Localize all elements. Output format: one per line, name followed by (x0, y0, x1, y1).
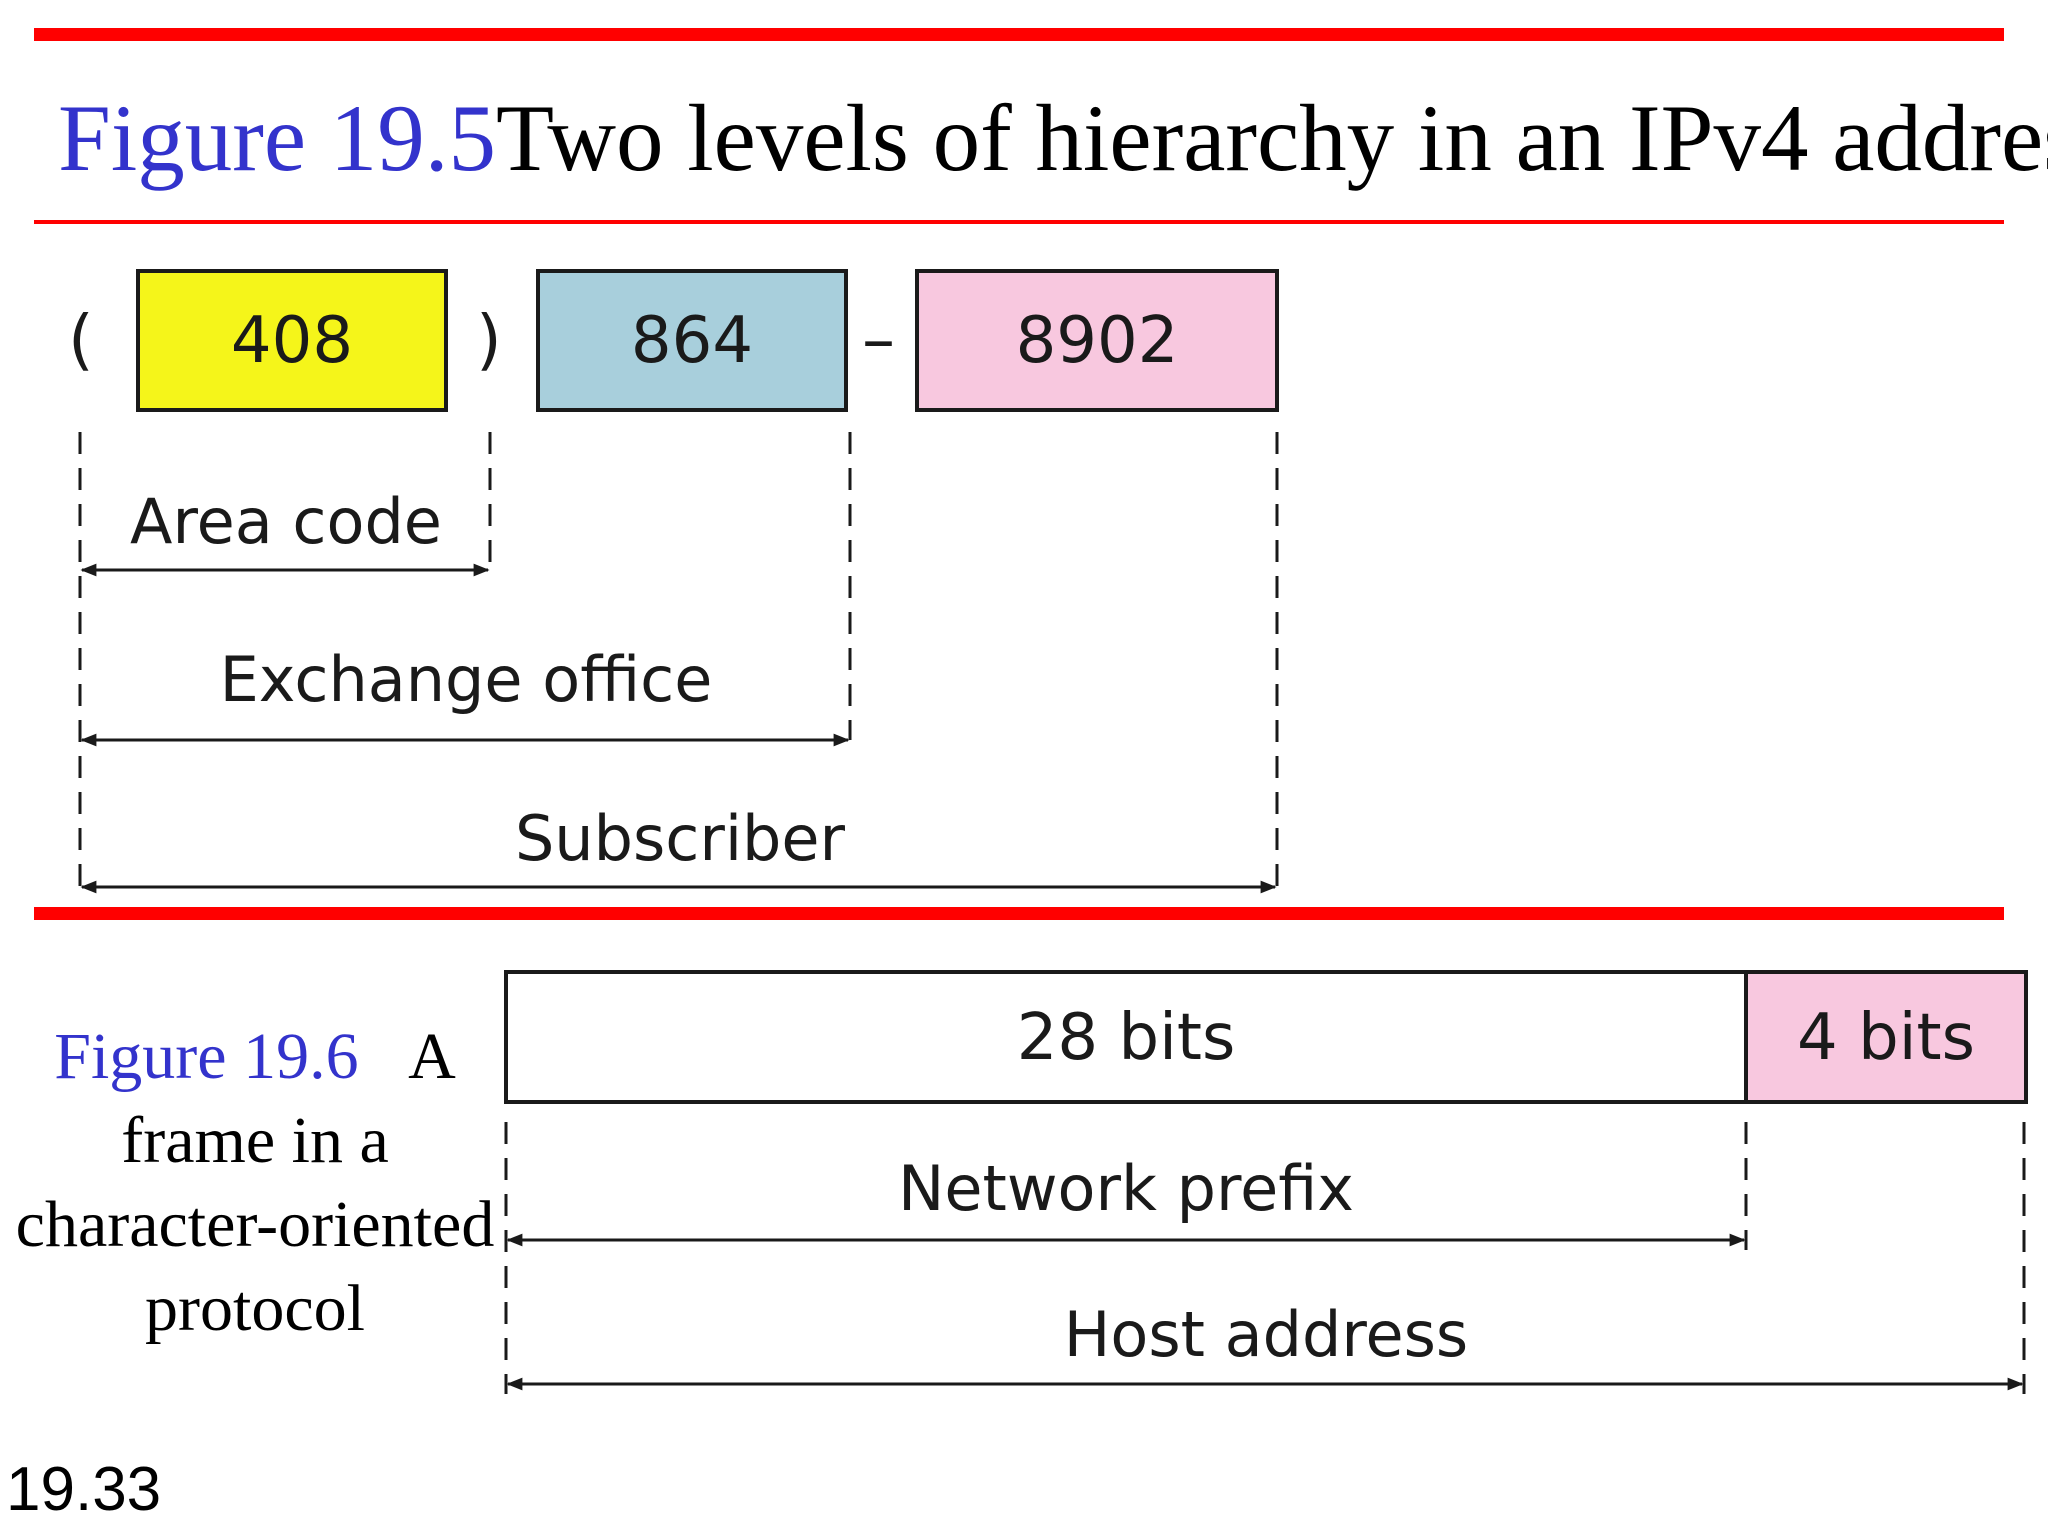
subscriber-value: 8902 (1016, 304, 1179, 378)
slide-title: Figure 19.5Two levels of hierarchy in an… (58, 86, 2048, 191)
caption-text: A frame in a character-oriented protocol (15, 1020, 495, 1345)
area-code-box (136, 269, 448, 412)
network-bits-value: 28 bits (1017, 1001, 1236, 1075)
title-underline (34, 220, 2004, 224)
page-number: 19.33 (6, 1455, 162, 1524)
host-bits-box (1744, 970, 2028, 1104)
title-text: Two levels of hierarchy in an IPv4 addre… (496, 85, 2048, 191)
exchange-box (536, 269, 848, 412)
dash: – (862, 301, 895, 378)
figure-19-6-caption: Figure 19.6 A frame in a character-orien… (0, 1015, 510, 1351)
open-paren: ( (68, 301, 94, 378)
figure-19-5-label: Figure 19.5 (58, 85, 497, 191)
network-prefix-label: Network prefix (898, 1152, 1354, 1225)
network-prefix-box (504, 970, 1748, 1104)
area-code-label: Area code (130, 485, 442, 558)
exchange-office-label: Exchange office (220, 643, 713, 716)
top-rule (34, 28, 2004, 41)
area-code-value: 408 (231, 304, 353, 378)
section-divider (34, 907, 2004, 920)
phone-number-diagram: ( 408 ) 864 – 8902 Area code Exchange of… (68, 269, 1279, 896)
subscriber-label: Subscriber (515, 802, 846, 875)
subscriber-box (915, 269, 1279, 412)
figure-19-6-label: Figure 19.6 (54, 1020, 359, 1093)
host-address-label: Host address (1064, 1298, 1468, 1371)
ip-address-diagram: 28 bits 4 bits Network prefix Host addre… (504, 970, 2028, 1394)
close-paren: ) (476, 301, 502, 378)
host-bits-value: 4 bits (1797, 1001, 1975, 1075)
exchange-value: 864 (631, 304, 753, 378)
